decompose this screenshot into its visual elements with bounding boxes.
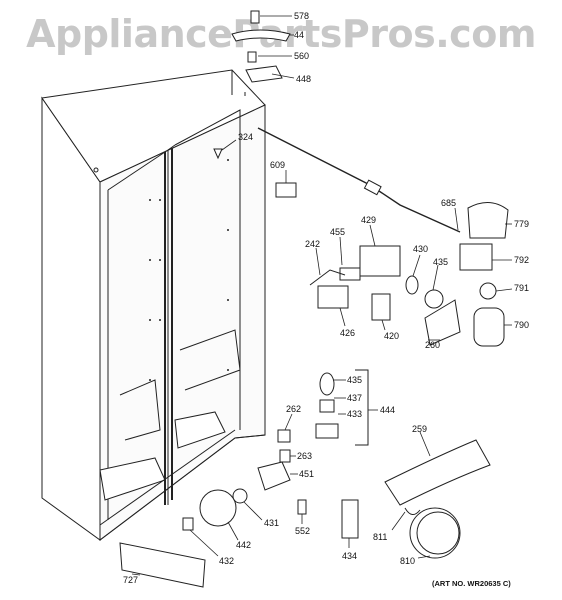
- callout-792: 792: [514, 255, 530, 265]
- callout-609: 609: [270, 160, 286, 170]
- callout-448: 448: [296, 74, 312, 84]
- callout-685: 685: [441, 198, 457, 208]
- callout-560: 560: [294, 51, 310, 61]
- callout-727: 727: [123, 575, 139, 585]
- callout-455: 455: [330, 227, 346, 237]
- callout-242: 242: [305, 239, 321, 249]
- callout-259: 259: [412, 424, 428, 434]
- callout-435-lower: 435: [347, 375, 363, 385]
- art-number: (ART NO. WR20635 C): [432, 579, 511, 588]
- callout-578: 578: [294, 11, 310, 21]
- callout-451: 451: [299, 469, 315, 479]
- callout-420: 420: [384, 331, 400, 341]
- callout-810: 810: [400, 556, 416, 566]
- callout-444: 444: [380, 405, 396, 415]
- top-hinge-parts: [231, 10, 291, 83]
- callout-432: 432: [219, 556, 235, 566]
- callout-437: 437: [347, 393, 363, 403]
- callout-442: 442: [236, 540, 252, 550]
- callout-552: 552: [295, 526, 311, 536]
- callout-430: 430: [413, 244, 429, 254]
- callout-426: 426: [340, 328, 356, 338]
- callout-434: 434: [342, 551, 358, 561]
- callout-429: 429: [361, 215, 377, 225]
- callout-260: 260: [425, 340, 441, 350]
- callout-791: 791: [514, 283, 530, 293]
- callout-790: 790: [514, 320, 530, 330]
- callout-431: 431: [264, 518, 280, 528]
- callout-435-upper: 435: [433, 257, 449, 267]
- callout-262: 262: [286, 404, 302, 414]
- callout-44: 44: [294, 30, 305, 40]
- cabinet: [41, 69, 266, 542]
- callout-811: 811: [373, 532, 388, 542]
- callout-779: 779: [514, 219, 530, 229]
- callout-263: 263: [297, 451, 313, 461]
- callout-324: 324: [238, 132, 254, 142]
- callout-433: 433: [347, 409, 363, 419]
